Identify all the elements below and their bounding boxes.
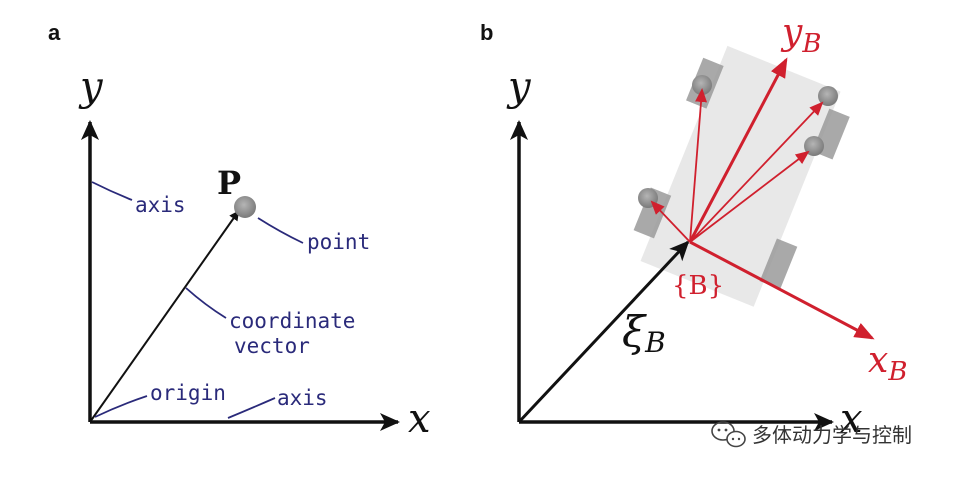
origin-leader [94, 395, 148, 418]
body-vector-4 [650, 200, 691, 243]
annotation-origin: origin [150, 381, 226, 405]
body-point-2 [818, 86, 838, 106]
pose-vector-arrow [517, 240, 690, 424]
annotation-vector: vector [234, 334, 310, 358]
axis-vertical-leader [91, 181, 133, 201]
pose-label: ξB [622, 307, 666, 359]
watermark-text: 多体动力学与控制 [752, 423, 912, 447]
body-vector-3 [689, 150, 810, 243]
coordinate-vector-arrow [89, 210, 240, 423]
point-p-label: P [217, 164, 241, 202]
annotation-axis-horizontal: axis [277, 386, 328, 410]
panel-b-x-label: x [840, 396, 863, 442]
panel-b: b y x yB xB [480, 12, 907, 442]
body-y-axis [688, 57, 788, 243]
watermark: 多体动力学与控制 [711, 421, 912, 448]
axis-horizontal-leader [227, 397, 276, 419]
coordinate-vector-leader [185, 287, 227, 319]
panel-a-y-label: y [78, 64, 104, 110]
panel-b-y-label: y [506, 64, 532, 110]
panel-a-label: a [48, 20, 61, 45]
annotation-axis-vertical: axis [135, 193, 186, 217]
body-vector-1 [689, 88, 708, 243]
chat-bubbles-icon [711, 421, 746, 448]
body-x-label: xB [868, 340, 907, 387]
panel-b-label: b [480, 20, 493, 45]
annotation-point: point [307, 230, 370, 254]
body-vector-2 [689, 101, 824, 243]
point-p-marker [234, 196, 256, 218]
point-leader [257, 217, 304, 244]
body-x-axis [689, 240, 875, 340]
panel-a-x-label: x [408, 396, 431, 442]
panel-a: a y x P axis point coordinate vector ori… [48, 20, 431, 442]
body-y-label: yB [780, 12, 821, 59]
annotation-coordinate: coordinate [229, 309, 355, 333]
wheel-rear-right [759, 238, 798, 290]
body-frame-name: {B} [672, 271, 724, 301]
